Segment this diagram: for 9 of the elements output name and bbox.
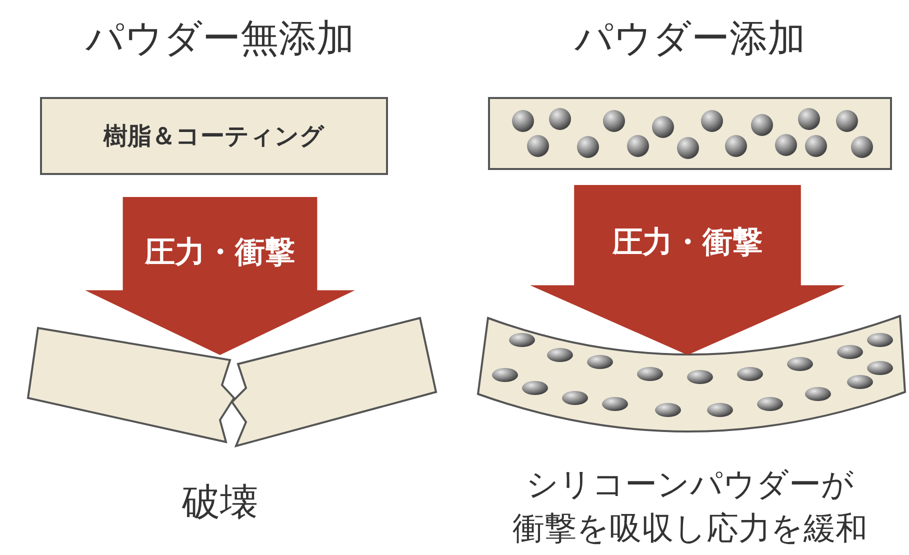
result-text: シリコーンパウダーが	[525, 464, 855, 505]
column-heading: パウダー無添加	[84, 15, 356, 62]
arrow-label: 圧力・衝撃	[144, 234, 296, 272]
particle-layer-box	[488, 97, 892, 170]
arrow-label: 圧力・衝撃	[611, 224, 764, 262]
column-heading: パウダー添加	[574, 15, 806, 62]
result-text: 破壊	[181, 479, 259, 526]
layer-box: 樹脂＆コーティング	[40, 97, 388, 175]
result-text: 衝撃を吸収し応力を緩和	[512, 508, 868, 549]
